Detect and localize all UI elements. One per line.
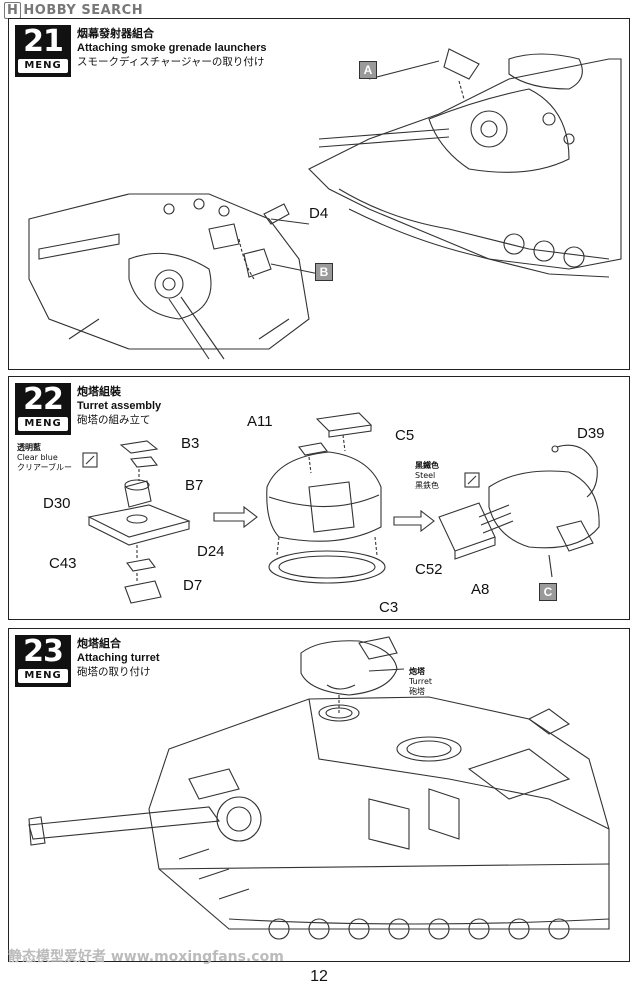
step-badge: 23 MENG [15, 635, 71, 687]
paint-note-clear-blue: 透明藍 Clear blue クリアーブルー [17, 443, 73, 472]
part-label-c5: C5 [395, 427, 415, 444]
step-number: 22 [23, 382, 64, 417]
part-label-c43: C43 [49, 555, 77, 572]
part-label-d7: D7 [183, 577, 203, 594]
callout-box-a: A [359, 61, 377, 79]
part-label-a8: A8 [471, 581, 490, 598]
step-title: 炮塔組合 Attaching turret 砲塔の取り付け [77, 637, 160, 678]
part-label-d39: D39 [577, 425, 605, 442]
turret-callout: 炮塔 Turret 砲塔 [409, 667, 433, 696]
brand-logo: MENG [18, 417, 68, 431]
step-title: 炮塔組裝 Turret assembly 砲塔の組み立て [77, 385, 162, 426]
brand-logo: MENG [18, 59, 68, 73]
step-badge: 22 MENG [15, 383, 71, 435]
step-23-panel: 23 MENG 炮塔組合 Attaching turret 砲塔の取り付け 炮塔… [8, 628, 630, 962]
step-title: 烟幕發射器組合 Attaching smoke grenade launcher… [77, 27, 267, 68]
step-badge: 21 MENG [15, 25, 71, 77]
watermark-bottom: 静态模型爱好者 www.moxingfans.com [8, 949, 284, 965]
page-number: 12 [310, 968, 328, 985]
part-label-a11: A11 [247, 413, 273, 430]
step-23-illustration [28, 636, 610, 940]
part-label-c3: C3 [379, 599, 399, 616]
part-label-d30: D30 [43, 495, 71, 512]
part-label-c52: C52 [415, 561, 443, 578]
step-22-panel: 22 MENG 炮塔組裝 Turret assembly 砲塔の組み立て 透明藍… [8, 376, 630, 620]
callout-box-c: C [539, 583, 557, 601]
step-21-illustration [28, 48, 622, 360]
brand-logo: MENG [18, 669, 68, 683]
callout-box-b: B [315, 263, 333, 281]
step-number: 23 [23, 634, 64, 669]
step-21-panel: 21 MENG 烟幕發射器組合 Attaching smoke grenade … [8, 18, 630, 370]
part-label-b7: B7 [185, 477, 204, 494]
part-label-d4: D4 [309, 205, 329, 222]
part-label-b3: B3 [181, 435, 200, 452]
paint-note-steel: 黑鐵色 Steel 黒鉄色 [415, 461, 439, 490]
step-number: 21 [23, 24, 64, 59]
step-22-illustration [82, 412, 600, 604]
part-label-d24: D24 [197, 543, 225, 560]
